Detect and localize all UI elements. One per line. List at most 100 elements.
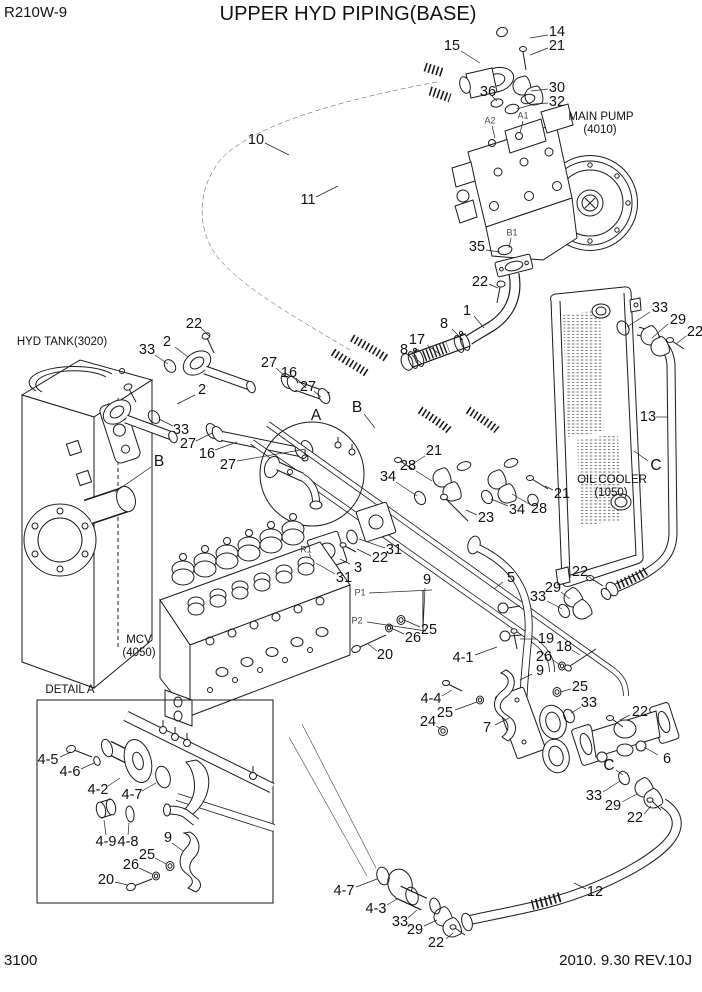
callout-number: 20 [98, 872, 114, 888]
callout-number: 16 [281, 365, 297, 381]
callout-number: 20 [377, 647, 393, 663]
callout-leader-line [675, 335, 687, 345]
callout-number: 22 [186, 316, 202, 332]
callout-leader-line [621, 793, 638, 803]
callout-number: 14 [549, 24, 565, 40]
component-label: (4050) [122, 647, 155, 659]
view-label: C [650, 457, 661, 474]
callout-leader-line [154, 354, 169, 365]
callout-leader-line [560, 591, 571, 600]
callout-leader-line [626, 311, 651, 328]
view-leader-line [633, 450, 649, 462]
callout-leader-line [533, 102, 549, 105]
detail-a-drawing [36, 699, 276, 904]
hose-12-drawing [288, 723, 682, 941]
callout-number: 26 [405, 630, 421, 646]
component-label: MCV [126, 634, 152, 646]
mcv-drawing [159, 513, 351, 727]
callout-number: 4-7 [334, 883, 355, 899]
callout-number: 26 [123, 857, 139, 873]
callout-number: 11 [300, 192, 315, 208]
callout-number: 27 [261, 355, 277, 371]
callout-leader-line [619, 714, 631, 721]
callout-leader-line [114, 881, 129, 886]
hyd-tank-drawing [20, 359, 154, 690]
component-label: HYD TANK(3020) [17, 336, 107, 348]
callout-number: 22 [372, 550, 388, 566]
callout-numbers-layer: 1421153032361011352218178332922132128222… [38, 24, 702, 951]
callout-number: 4-4 [421, 691, 442, 707]
callout-number: 22 [632, 704, 648, 720]
port-label: B1 [506, 227, 517, 237]
callout-leader-line [485, 249, 501, 253]
callout-number: 4-1 [453, 650, 474, 666]
base-pipes-drawing [250, 421, 629, 697]
page-number: 3100 [4, 952, 37, 969]
callout-leader-line [390, 627, 405, 635]
callout-leader-line [571, 649, 581, 656]
callout-number: 33 [173, 422, 189, 438]
callout-number: 27 [220, 457, 236, 473]
callout-leader-line [59, 751, 72, 758]
callout-leader-line [195, 432, 213, 442]
callout-number: 4-3 [366, 901, 387, 917]
revision-date: 2010. 9.30 REV.10J [559, 952, 692, 969]
callout-number: 13 [640, 409, 656, 425]
callout-leader-line [529, 34, 549, 39]
callout-leader-line [530, 88, 549, 92]
callout-number: 21 [549, 38, 565, 54]
callout-leader-line [474, 646, 498, 656]
callout-number: 22 [472, 274, 488, 290]
component-label: MAIN PUMP [568, 111, 634, 123]
callout-number: 21 [554, 486, 570, 502]
port-leader-line [508, 237, 512, 249]
port-label: P2 [351, 615, 362, 625]
callout-number: 31 [336, 570, 352, 586]
callout-leader-line [358, 538, 386, 549]
leader-lines-layer [59, 34, 687, 940]
callout-number: 22 [428, 935, 444, 951]
callout-leader-line [643, 805, 652, 815]
callout-number: 4-6 [60, 764, 81, 780]
callout-number: 32 [549, 94, 565, 110]
callout-leader-line [559, 688, 572, 693]
callout-number: 33 [392, 914, 408, 930]
callout-leader-line [494, 717, 510, 726]
callout-leader-line [519, 673, 533, 681]
top-fitting-drawing [459, 26, 546, 115]
callout-number: 4-7 [122, 787, 143, 803]
callout-leader-line [570, 706, 582, 714]
callout-number: 4-2 [88, 782, 109, 798]
callout-leader-line [407, 909, 418, 919]
callout-number: 27 [300, 379, 316, 395]
callout-number: 34 [509, 502, 525, 518]
callout-number: 27 [180, 436, 196, 452]
callout-leader-line [552, 659, 561, 666]
callout-leader-line [356, 548, 372, 557]
port-label: A2 [484, 115, 495, 125]
callout-leader-line [544, 485, 554, 491]
callout-number: 25 [437, 705, 453, 721]
callout-leader-line [445, 932, 454, 940]
callout-number: 9 [164, 830, 172, 846]
callout-leader-line [103, 819, 107, 836]
split-flange-center-drawing [394, 457, 549, 522]
port-leader-line [368, 589, 433, 594]
callout-leader-line [441, 689, 453, 697]
callout-leader-line [490, 498, 509, 507]
view-leader-line [363, 413, 376, 429]
callout-leader-line [295, 377, 307, 389]
oil-cooler-drawing [550, 286, 644, 587]
callout-number: 33 [581, 695, 597, 711]
callout-leader-line [315, 562, 336, 575]
callout-number: 36 [480, 84, 496, 100]
callout-number: 2 [163, 334, 171, 350]
hose-10-11-drawing [187, 62, 519, 471]
callout-leader-line [408, 455, 426, 467]
callout-leader-line [138, 867, 153, 875]
component-label: OIL COOLER [577, 474, 647, 486]
callout-number: 19 [538, 631, 554, 647]
callout-number: 35 [469, 239, 485, 255]
suction-line-drawing [400, 244, 534, 371]
